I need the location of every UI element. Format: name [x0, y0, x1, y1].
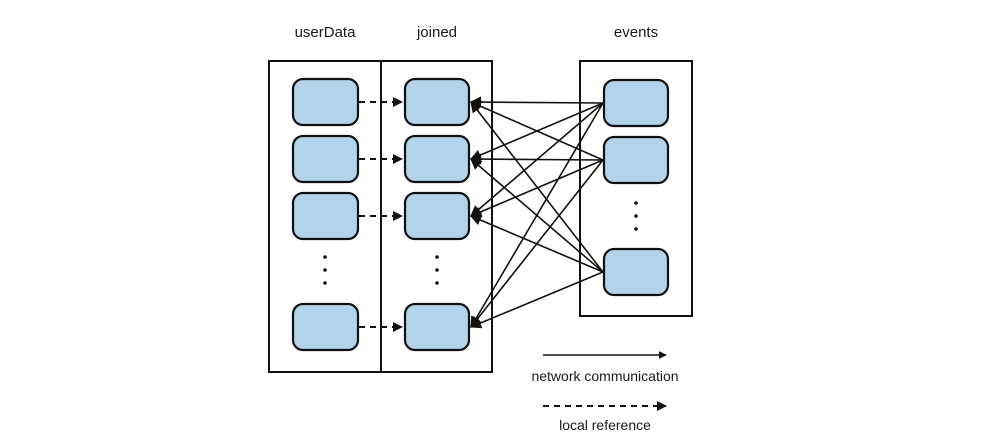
joined-partitions	[403, 77, 471, 352]
network-communication-arrow	[469, 271, 604, 329]
network-communication-lines	[469, 96, 604, 329]
network-communication-arrow	[469, 153, 604, 165]
network-communication-arrow	[470, 158, 604, 273]
ellipsis-dot	[634, 201, 638, 205]
ellipsis-dot	[435, 281, 439, 285]
joined-partition	[403, 302, 471, 352]
userdata-partition	[291, 77, 360, 127]
network-communication-arrow	[469, 100, 604, 161]
ellipsis-dot	[634, 214, 638, 218]
events-partition	[602, 78, 670, 128]
local-reference-arrows	[359, 97, 403, 332]
userdata-partition	[291, 302, 360, 352]
userdata-title: userData	[295, 24, 357, 41]
events-partitions	[602, 78, 670, 297]
ellipsis-dot	[435, 255, 439, 259]
ellipsis-dot	[323, 255, 327, 259]
joined-partition	[403, 191, 471, 241]
userdata-partitions	[291, 77, 360, 352]
joined-title: joined	[416, 24, 457, 41]
network-communication-arrow	[469, 96, 604, 108]
userdata-partition	[291, 134, 360, 184]
legend-local-label: local reference	[559, 417, 651, 433]
legend-network-label: network communication	[531, 368, 678, 384]
ellipsis-dot	[323, 268, 327, 272]
events-partition	[602, 135, 670, 185]
ellipsis-dot	[435, 268, 439, 272]
joined-partition	[403, 134, 471, 184]
events-partition	[602, 247, 670, 297]
ellipsis-dot	[634, 227, 638, 231]
ellipsis-dot	[323, 281, 327, 285]
network-communication-arrow	[470, 101, 604, 273]
joined-partition	[403, 77, 471, 127]
events-title: events	[614, 24, 658, 41]
legend: network communication local reference	[531, 351, 679, 433]
network-communication-arrow	[469, 214, 604, 273]
userdata-partition	[291, 191, 360, 241]
